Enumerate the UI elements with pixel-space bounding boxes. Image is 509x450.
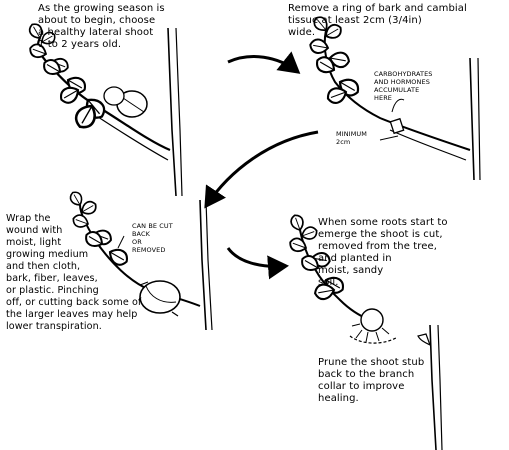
cut-back-label: CAN BE CUT BACK OR REMOVED	[132, 222, 173, 254]
step3-instruction: Wrap the wound with moist, light growing…	[6, 213, 142, 332]
carbohydrates-label: CARBOHYDRATES AND HORMONES ACCUMULATE HE…	[374, 70, 433, 102]
arrow-step2-to-step3	[204, 130, 319, 209]
step1-instruction: As the growing season is about to begin,…	[38, 3, 165, 50]
step4-instruction: When some roots start to emerge the shoo…	[318, 217, 448, 288]
minimum-width-label: MINIMUM 2cm	[336, 130, 367, 146]
prune-instruction: Prune the shoot stub back to the branch …	[318, 357, 425, 404]
arrow-step1-to-step2	[227, 51, 301, 74]
step2-instruction: Remove a ring of bark and cambial tissue…	[288, 3, 467, 38]
panel2-drawing	[308, 13, 481, 181]
panel1-drawing	[26, 20, 183, 197]
arrow-step3-to-step4	[226, 247, 289, 280]
panel3-drawing	[67, 189, 213, 331]
panel4-drawing	[287, 212, 443, 450]
